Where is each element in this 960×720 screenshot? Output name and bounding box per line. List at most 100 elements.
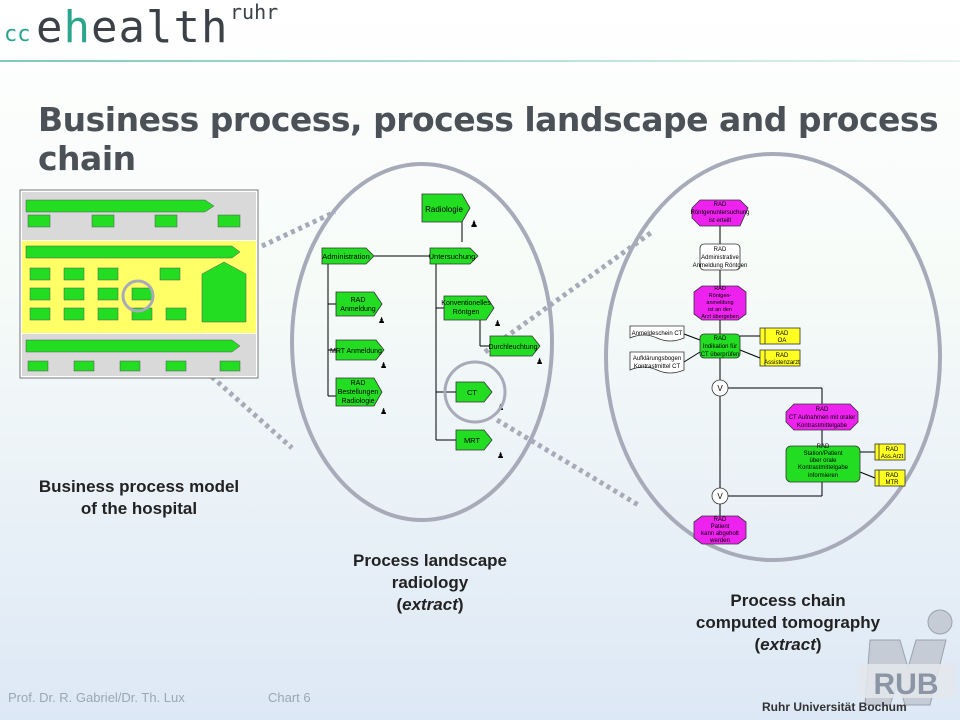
- ehealth-logo: cc ehealth ruhr: [0, 0, 960, 62]
- logo-ruhr: ruhr: [230, 0, 279, 24]
- landscape-rad-bestellungen-l1: RAD: [351, 380, 366, 387]
- chain-role4-box: [874, 469, 906, 487]
- footer-authors: Prof. Dr. R. Gabriel/Dr. Th. Lux: [8, 690, 185, 705]
- chain-role1-box: [759, 327, 801, 345]
- chain-ellipse: [604, 152, 942, 562]
- landscape-mrt-symbol: ♟: [497, 451, 504, 460]
- logo-ealth: ealth: [91, 2, 229, 53]
- landscape-konventionelles-box: [443, 295, 495, 321]
- chain-function2-l3: CT überprüfen: [701, 352, 740, 358]
- footer-chart-number: Chart 6: [268, 690, 311, 705]
- rub-logo: RUB: [858, 609, 956, 706]
- landscape-rad-bestellungen-l3: Radiologie: [341, 398, 374, 405]
- chain-function1-box: [699, 243, 741, 271]
- landscape-mrt: MRT: [464, 436, 481, 445]
- landscape-ct-box: [455, 381, 493, 403]
- chain-event1-l2: Röntgenuntersuchung: [690, 210, 749, 216]
- landscape-ellipse: [290, 162, 554, 522]
- chain-event2-l3: anmeldung: [706, 300, 733, 306]
- caption-chain-line3: (extract): [754, 635, 822, 654]
- chain-event4-l3: kann abgeholt: [701, 531, 739, 537]
- chain-event4-box: [693, 515, 747, 545]
- landscape-mrt-box: [455, 429, 493, 451]
- landscape-rad-anmeldung-box: [335, 291, 383, 317]
- landscape-rad-bestellungen-box: [335, 377, 383, 407]
- landscape-radiologie-box: [421, 193, 471, 223]
- caption-hospital-line2: of the hospital: [80, 499, 198, 518]
- landscape-durchleuchtung-symbol: ♟: [536, 357, 543, 366]
- chain-function3-l1: RAD: [817, 444, 830, 450]
- landscape-konventionelles-l1: Konventionelles: [441, 300, 491, 307]
- logo-ehealth: ehealth: [36, 2, 228, 53]
- landscape-untersuchung: Untersuchung: [429, 252, 476, 261]
- rub-logo-letters: RUB: [874, 668, 939, 701]
- landscape-mrt-anmeldung-symbol: ♟: [380, 361, 387, 370]
- landscape-konventionelles-l2: Röntgen: [453, 309, 480, 316]
- landscape-rad-bestellungen-symbol: ♟: [380, 407, 387, 416]
- chain-event2-l1: RAD: [714, 286, 726, 292]
- chain-document2-box: [629, 351, 685, 374]
- caption-landscape-line1: Process landscape: [352, 551, 508, 570]
- landscape-ct-highlight: [443, 360, 507, 424]
- landscape-durchleuchtung: Durchleuchtung: [488, 344, 537, 351]
- caption-chain-line2: computed tomography: [695, 613, 881, 632]
- chain-event2-box: [693, 285, 747, 321]
- chain-function2-l1: RAD: [714, 336, 727, 342]
- caption-chain-extract: extract: [760, 635, 816, 654]
- chain-role3-box: [874, 443, 906, 461]
- chain-event2-l2: Röntgen-: [709, 293, 732, 299]
- chain-function3-l2: Station/Patient: [803, 451, 842, 457]
- chain-connector2-label: V: [717, 492, 723, 501]
- chain-event3-l2: CT Aufnahmen mit oraler: [789, 415, 856, 421]
- chain-event3-l1: RAD: [816, 407, 829, 413]
- logo-e: e: [36, 2, 64, 53]
- landscape-ct: CT: [467, 388, 477, 397]
- chain-event1-l1: RAD: [714, 202, 727, 208]
- chain-function3-l4: Kontrastmittelgabe: [798, 465, 849, 471]
- chain-event3-box: [785, 403, 859, 431]
- chain-event4-l1: RAD: [714, 517, 727, 523]
- landscape-untersuchung-box: [429, 247, 479, 265]
- caption-hospital-line1: Business process model: [38, 477, 240, 496]
- landscape-administration: Administration: [322, 252, 370, 261]
- footer-university: Ruhr Universität Bochum: [762, 700, 907, 714]
- chain-function1-l1: RAD: [714, 247, 727, 253]
- landscape-administration-box: [321, 247, 375, 265]
- caption-hospital: Business process model of the hospital: [8, 476, 270, 520]
- chain-lines: [683, 226, 876, 516]
- landscape-konventionelles-symbol: ♟: [494, 319, 501, 328]
- chain-role2-l2: Assistenzarzt: [764, 360, 800, 366]
- caption-landscape-line2: radiology: [391, 573, 469, 592]
- chain-function2-l2: Indikation für: [703, 344, 737, 350]
- chain-event3-l3: Kontrastmittelgabe: [797, 423, 848, 429]
- landscape-mrt-anmeldung-box: [335, 339, 385, 361]
- chain-role2-l1: RAD: [776, 353, 789, 359]
- landscape-rad-anmeldung-l2: Anmeldung: [340, 306, 376, 313]
- chain-role4-l1: RAD: [886, 473, 899, 479]
- landscape-radiologie-symbol: ♟: [470, 219, 478, 229]
- caption-landscape: Process landscape radiology (extract): [320, 550, 540, 616]
- caption-landscape-line3: (extract): [396, 595, 464, 614]
- chain-role1-l2: OA: [778, 338, 787, 344]
- caption-landscape-extract: extract: [402, 595, 458, 614]
- landscape-durchleuchtung-box: [489, 335, 541, 357]
- chain-document2-l2: Kontrastmittel CT: [634, 364, 681, 370]
- chain-function1-l3: Anmeldung Röntgen: [693, 263, 748, 269]
- hospital-model-thumbnail: [19, 189, 259, 379]
- landscape-rad-anmeldung-symbol: ♟: [378, 316, 385, 325]
- chain-role4-l2: MTR: [886, 480, 900, 486]
- chain-connector1: [711, 379, 729, 397]
- chain-function2-box: [699, 333, 741, 359]
- chain-event1-l3: ist erteilt: [709, 218, 732, 224]
- chain-event4-l4: werden: [709, 538, 730, 544]
- header-rule: [0, 60, 960, 62]
- chain-connector2: [711, 487, 729, 505]
- chain-event2-l4: ist an den: [708, 307, 732, 313]
- chain-role3-l2: Ass.Arzt: [881, 454, 904, 460]
- chain-document1: Anmeldeschein CT: [632, 331, 683, 337]
- slide-title: Business process, process landscape and …: [38, 100, 939, 178]
- chain-event4-l2: Patient: [711, 524, 730, 530]
- chain-event2-l5: Arzt übergeben: [701, 314, 739, 320]
